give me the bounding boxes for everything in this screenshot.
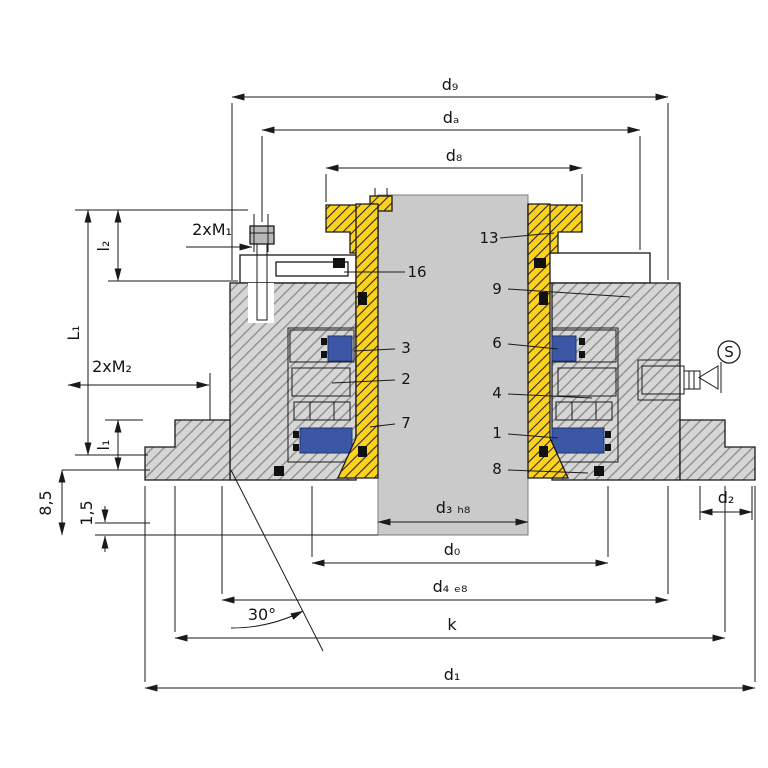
callout-8: 8 xyxy=(492,460,502,478)
o-ring xyxy=(321,351,327,358)
seal-ring-left-upper xyxy=(327,335,353,362)
dim-label-d4e8: d₄ ₑ₈ xyxy=(433,577,468,596)
callout-2: 2 xyxy=(401,370,411,388)
part-callouts: 16 13 9 3 2 7 6 4 1 8 xyxy=(331,229,631,478)
flange-right xyxy=(679,419,756,481)
o-ring xyxy=(605,431,611,438)
callout-13: 13 xyxy=(479,229,498,247)
o-ring xyxy=(293,444,299,451)
seal-assembly-right xyxy=(551,329,617,454)
shaft xyxy=(377,194,529,536)
dim-label-L1: L₁ xyxy=(64,325,83,340)
dimension-system: d₉ dₐ d₈ L₁ l₂ l₁ 8,5 1,5 2xM₁ 2xM₂ d₃ ₕ… xyxy=(36,75,756,692)
dim-label-k: k xyxy=(447,615,457,634)
spring-assembly-right xyxy=(557,367,617,397)
chamfer-line xyxy=(230,469,324,652)
gasket-set xyxy=(274,258,604,476)
o-ring xyxy=(579,351,585,358)
quench-fitting xyxy=(637,359,701,401)
dim-label-l1: l₁ xyxy=(94,440,113,451)
dim-label-da: dₐ xyxy=(443,108,459,127)
dim-label-m1: 2xM₁ xyxy=(192,220,232,239)
o-ring xyxy=(321,338,327,345)
callout-4: 4 xyxy=(492,384,502,402)
dim-label-d8: d₈ xyxy=(446,146,463,165)
dim-label-d2: d₂ xyxy=(718,488,735,507)
dim-label-1-5: 1,5 xyxy=(77,500,96,525)
clamp-plate xyxy=(275,261,349,277)
callout-16: 16 xyxy=(407,263,426,281)
dim-label-d1: d₁ xyxy=(444,665,461,684)
seal-ring-left-lower xyxy=(299,427,353,454)
flow-direction-symbol xyxy=(698,362,722,393)
drive-collar-right xyxy=(555,401,613,421)
o-ring xyxy=(579,338,585,345)
o-ring xyxy=(605,444,611,451)
angle-arc xyxy=(230,610,304,629)
callout-7: 7 xyxy=(401,414,411,432)
dim-label-8-5: 8,5 xyxy=(36,490,55,515)
dim-label-d0: d₀ xyxy=(444,540,461,559)
seal-cavity-right xyxy=(551,327,619,463)
dim-label-angle: 30° xyxy=(248,605,276,624)
drive-collar-left xyxy=(293,401,351,421)
dim-label-d3h8: d₃ ₕ₈ xyxy=(436,498,471,517)
callout-3: 3 xyxy=(401,339,411,357)
s-marker: S xyxy=(717,340,741,364)
seal-assembly-left xyxy=(289,329,355,454)
callout-9: 9 xyxy=(492,280,502,298)
flange-left xyxy=(144,419,231,481)
callout-6: 6 xyxy=(492,334,502,352)
o-ring xyxy=(293,431,299,438)
seal-ring-right-lower xyxy=(551,427,605,454)
dim-label-m2: 2xM₂ xyxy=(92,357,132,376)
extension-lines xyxy=(62,103,756,682)
s-marker-label: S xyxy=(724,343,734,361)
dim-label-l2: l₂ xyxy=(94,241,113,252)
shaft-sleeve-right xyxy=(527,203,570,479)
callout-1: 1 xyxy=(492,424,502,442)
dim-label-d9: d₉ xyxy=(442,75,459,94)
